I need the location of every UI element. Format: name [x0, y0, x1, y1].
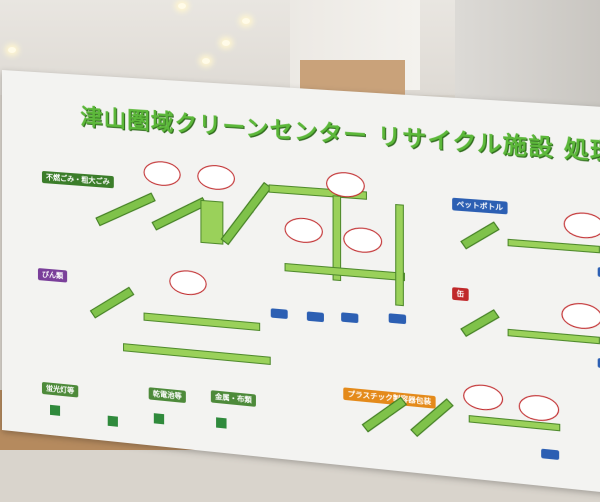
- section-pet-label: ペットボトル: [452, 197, 508, 215]
- sorting-line: [123, 343, 271, 366]
- conveyor: [95, 192, 156, 227]
- sorting-line: [143, 312, 261, 332]
- truck-icon: [341, 312, 359, 324]
- sorting-line: [507, 328, 600, 345]
- speech-bubble: [518, 393, 560, 423]
- section-batteries-label: 乾電池等: [148, 387, 186, 404]
- flow-board: 津山圏域クリーンセンター リサイクル施設 処理フロー 不燃ごみ・粗大ごみ びん類…: [2, 70, 600, 497]
- section-bottles-label: びん類: [37, 268, 68, 283]
- truck-icon: [388, 313, 407, 325]
- section-misc-label: 金属・布類: [210, 390, 256, 407]
- ceiling-light: [178, 3, 186, 9]
- conveyor: [220, 181, 272, 246]
- speech-bubble: [197, 163, 235, 192]
- bin-icon: [153, 413, 165, 425]
- truck-icon: [270, 308, 288, 320]
- truck-icon: [306, 311, 324, 323]
- speech-bubble: [463, 382, 504, 413]
- duct: [395, 204, 404, 307]
- conveyor: [460, 221, 500, 250]
- speech-bubble: [284, 216, 323, 245]
- speech-bubble: [561, 301, 600, 331]
- conveyor: [460, 309, 500, 337]
- speech-bubble: [169, 268, 207, 297]
- section-fluorescent-label: 蛍光灯等: [41, 381, 79, 398]
- speech-bubble: [563, 211, 600, 240]
- bin-icon: [216, 417, 227, 429]
- truck-icon: [541, 448, 560, 460]
- bin-icon: [107, 415, 118, 427]
- duct: [284, 262, 405, 282]
- section-cans-label: 缶: [452, 287, 469, 302]
- sorting-line: [507, 238, 600, 254]
- ceiling-light: [202, 58, 210, 64]
- conveyor: [89, 286, 135, 319]
- bin-icon: [50, 404, 61, 416]
- conveyor: [151, 197, 208, 231]
- ceiling-light: [8, 47, 16, 53]
- ceiling-light: [242, 18, 250, 24]
- speech-bubble: [143, 160, 181, 188]
- speech-bubble: [343, 226, 383, 255]
- section-mixed-label: 不燃ごみ・粗大ごみ: [41, 170, 114, 189]
- ceiling-light: [222, 40, 230, 46]
